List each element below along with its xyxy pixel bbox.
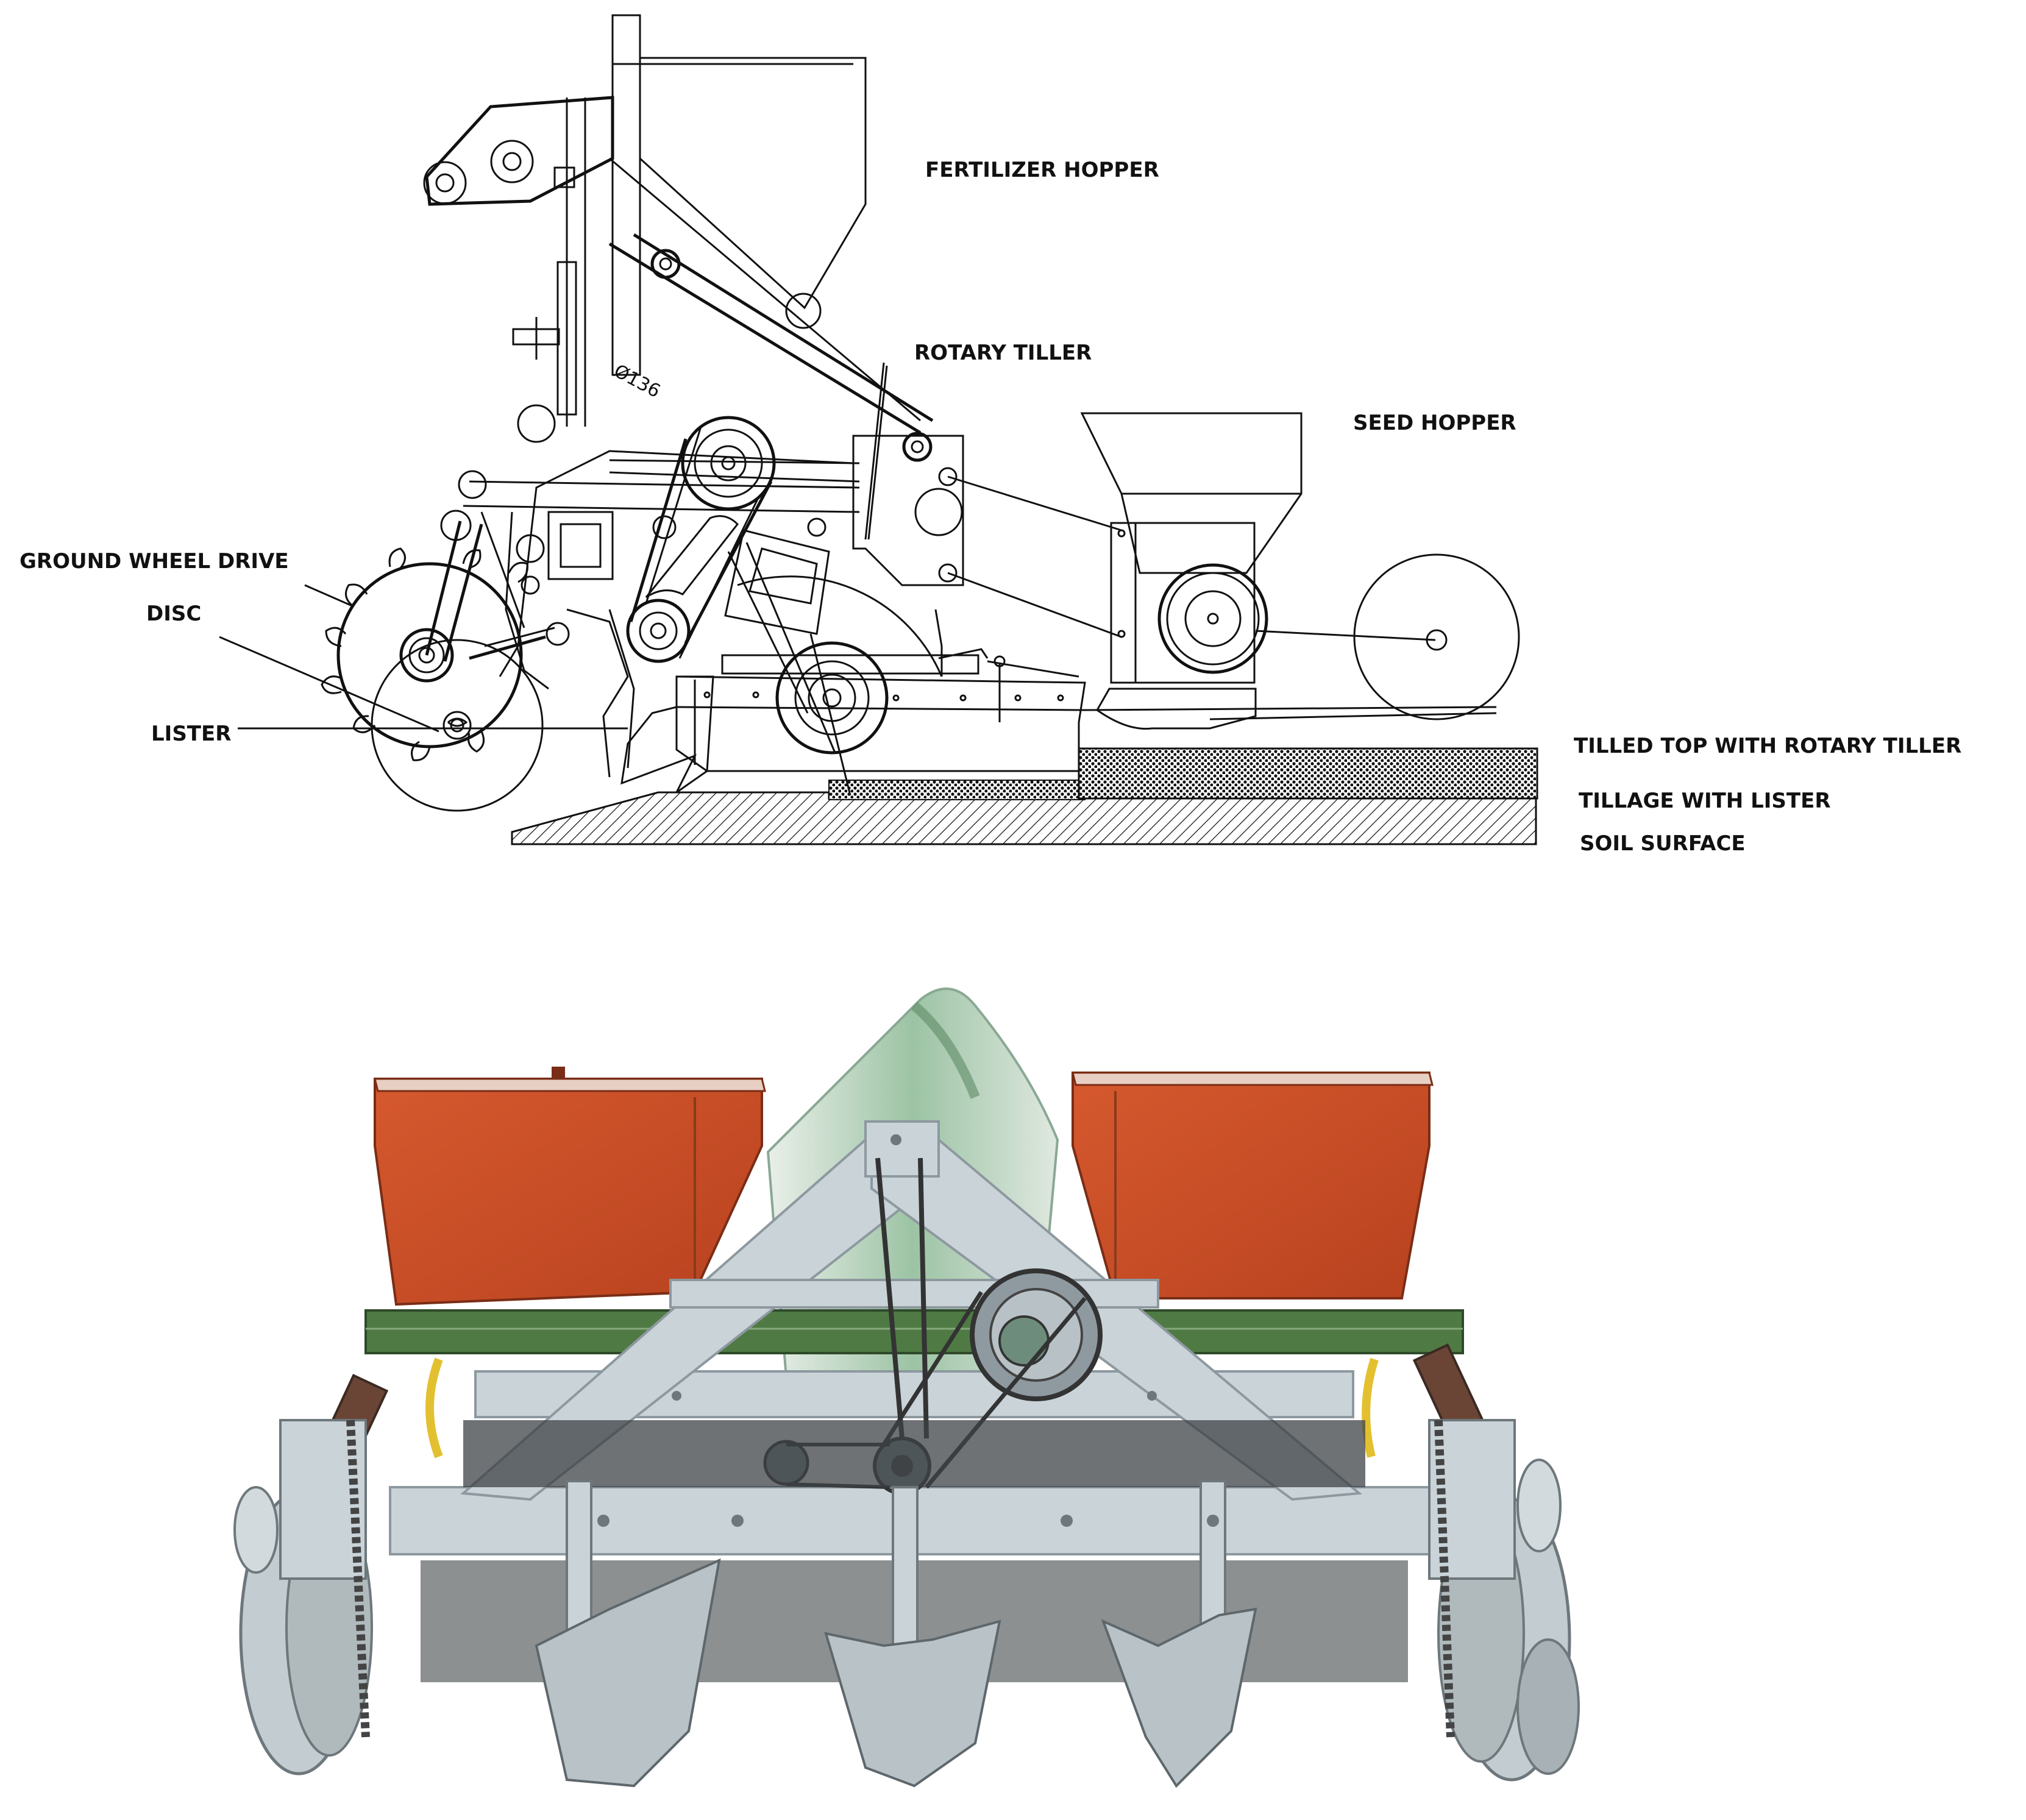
tiller-housing — [675, 648, 1086, 772]
tilled-top-layer — [1078, 747, 1538, 800]
drive-arms — [399, 510, 570, 690]
lister-label: LISTER — [151, 722, 231, 746]
diagram-labels: FERTILIZER HOPPER ROTARY TILLER SEED HOP… — [20, 158, 1961, 856]
left-hose — [425, 1357, 443, 1459]
disc — [371, 639, 544, 812]
rotary-tiller-assembly — [458, 404, 826, 663]
disc-leader — [219, 636, 439, 733]
tillage-lister-label: TILLAGE WITH LISTER — [1579, 789, 1831, 813]
tiller-frame — [463, 362, 1122, 677]
dimension-label: Ø136 — [610, 360, 664, 402]
frame-bolts — [597, 1134, 1219, 1527]
undercarriage-shadow — [463, 1420, 1365, 1487]
ground-wheel-drive — [321, 547, 528, 761]
left-wheel-assembly — [233, 1374, 389, 1776]
rotor-assembly — [724, 529, 943, 796]
right-hose — [1362, 1357, 1379, 1458]
fertilizer-hopper-label: FERTILIZER HOPPER — [925, 158, 1159, 182]
rotary-tiller-label: ROTARY TILLER — [914, 341, 1092, 365]
hitch-mast — [423, 96, 614, 427]
disc-label: DISC — [146, 602, 201, 626]
left-hopper — [374, 1067, 766, 1306]
upper-drive-belt: Ø136 — [608, 157, 934, 462]
ground-wheel-drive-label: GROUND WHEEL DRIVE — [20, 549, 289, 574]
tilled-top-label: TILLED TOP WITH ROTARY TILLER — [1574, 734, 1961, 758]
right-wheel-assembly — [1412, 1343, 1580, 1782]
furrow-openers — [535, 1558, 1257, 1788]
fertilizer-hopper — [611, 14, 867, 376]
rotary-tiller-leader — [867, 365, 888, 540]
lister-tillage-layer — [828, 780, 1086, 800]
lister-shovel — [566, 608, 714, 794]
schematic-drawing: Ø136 — [321, 14, 1538, 845]
seed-hopper-label: SEED HOPPER — [1353, 411, 1516, 435]
right-hopper — [1072, 1072, 1434, 1299]
soil-surface-label: SOIL SURFACE — [1580, 831, 1746, 856]
main-frame — [389, 1120, 1464, 1555]
seed-hopper — [1080, 412, 1497, 730]
ground-wheel-leader — [304, 584, 354, 608]
press-wheel — [1255, 553, 1520, 720]
planter-photo — [233, 987, 1580, 1788]
green-rail — [364, 1309, 1464, 1354]
